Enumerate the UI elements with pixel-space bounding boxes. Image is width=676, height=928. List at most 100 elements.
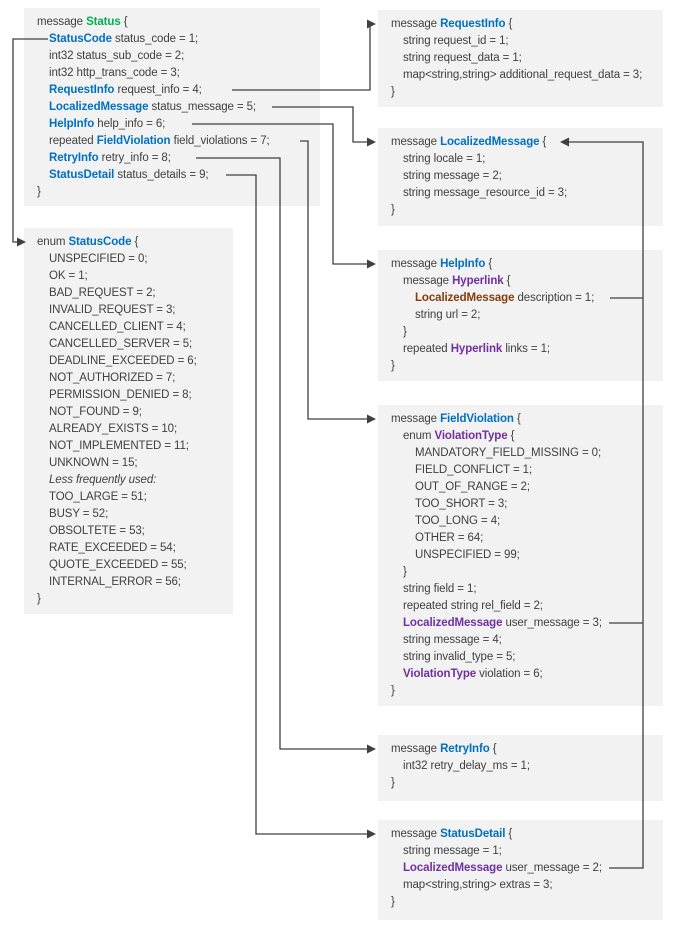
code-text: description = 1;	[514, 292, 595, 304]
code-text: string message = 2;	[403, 170, 502, 182]
code-line: message RequestInfo {	[391, 16, 657, 33]
code-line: Less frequently used:	[37, 472, 227, 489]
arrow-retryinfo-arrowhead-icon	[367, 744, 376, 754]
code-line: }	[37, 591, 227, 608]
code-text: links = 1;	[502, 343, 551, 355]
code-line: StatusCode status_code = 1;	[37, 31, 314, 48]
code-line: TOO_SHORT = 3;	[391, 496, 657, 513]
code-line: RetryInfo retry_info = 8;	[37, 150, 314, 167]
type-name: LocalizedMessage	[49, 101, 149, 113]
code-text: string locale = 1;	[403, 153, 486, 165]
code-text: BUSY = 52;	[49, 508, 109, 520]
code-text: string field = 1;	[403, 583, 477, 595]
type-name: HelpInfo	[49, 118, 95, 130]
code-line: PERMISSION_DENIED = 8;	[37, 387, 227, 404]
code-line: FIELD_CONFLICT = 1;	[391, 462, 657, 479]
code-text: INTERNAL_ERROR = 56;	[49, 576, 181, 588]
code-text: {	[120, 16, 128, 28]
code-text: message	[391, 413, 441, 425]
code-line: string invalid_type = 5;	[391, 649, 657, 666]
code-line: }	[391, 775, 657, 792]
code-text: message	[391, 258, 441, 270]
code-text: {	[505, 828, 513, 840]
code-text: TOO_LARGE = 51;	[49, 491, 147, 503]
code-text: TOO_LONG = 4;	[415, 515, 501, 527]
code-text: string request_data = 1;	[403, 52, 522, 64]
code-line: INVALID_REQUEST = 3;	[37, 302, 227, 319]
code-text: OTHER = 64;	[415, 532, 484, 544]
code-line: TOO_LARGE = 51;	[37, 489, 227, 506]
code-line: OUT_OF_RANGE = 2;	[391, 479, 657, 496]
code-line: message HelpInfo {	[391, 256, 657, 273]
code-text: {	[131, 236, 139, 248]
code-text: }	[391, 204, 395, 216]
type-name: LocalizedMessage	[403, 617, 503, 629]
code-text: int32 http_trans_code = 3;	[49, 67, 180, 79]
helpinfo-box: message HelpInfo {message Hyperlink {Loc…	[378, 250, 663, 381]
type-name: RequestInfo	[440, 18, 506, 30]
code-line: map<string,string> extras = 3;	[391, 877, 657, 894]
code-line: enum ViolationType {	[391, 428, 657, 445]
type-name: StatusCode	[49, 33, 112, 45]
code-text: UNSPECIFIED = 0;	[49, 253, 148, 265]
code-text: message	[403, 275, 453, 287]
code-line: }	[391, 202, 657, 219]
code-line: int32 retry_delay_ms = 1;	[391, 758, 657, 775]
code-line: NOT_FOUND = 9;	[37, 404, 227, 421]
code-text: NOT_IMPLEMENTED = 11;	[49, 440, 189, 452]
code-line: UNKNOWN = 15;	[37, 455, 227, 472]
code-line: repeated Hyperlink links = 1;	[391, 341, 657, 358]
code-text: message	[391, 828, 441, 840]
arrow-localizedmessage-arrowhead-icon	[367, 137, 376, 147]
arrow-requestinfo-arrowhead-icon	[367, 19, 376, 29]
code-line: TOO_LONG = 4;	[391, 513, 657, 530]
arrow-helpinfo-arrowhead-icon	[367, 259, 376, 269]
code-text: repeated string rel_field = 2;	[403, 600, 543, 612]
code-text: }	[391, 896, 395, 908]
code-line: map<string,string> additional_request_da…	[391, 67, 657, 84]
code-text: repeated	[403, 343, 451, 355]
code-line: string request_data = 1;	[391, 50, 657, 67]
code-text: message	[391, 136, 441, 148]
code-line: RequestInfo request_info = 4;	[37, 82, 314, 99]
code-text: DEADLINE_EXCEEDED = 6;	[49, 355, 197, 367]
code-text: Less frequently used:	[49, 474, 157, 486]
type-name: RetryInfo	[440, 743, 490, 755]
code-text: int32 retry_delay_ms = 1;	[403, 760, 530, 772]
code-text: MANDATORY_FIELD_MISSING = 0;	[415, 447, 602, 459]
code-text: {	[507, 430, 515, 442]
code-line: RATE_EXCEEDED = 54;	[37, 540, 227, 557]
code-line: }	[391, 358, 657, 375]
code-text: status_message = 5;	[148, 101, 257, 113]
code-text: }	[403, 326, 407, 338]
code-text: FIELD_CONFLICT = 1;	[415, 464, 533, 476]
type-name: RetryInfo	[49, 152, 99, 164]
statusdetail-box: message StatusDetail {string message = 1…	[378, 820, 663, 920]
code-text: status_code = 1;	[111, 33, 199, 45]
statuscode-enum-box: enum StatusCode {UNSPECIFIED = 0;OK = 1;…	[24, 228, 233, 614]
code-line: repeated FieldViolation field_violations…	[37, 133, 314, 150]
code-text: enum	[37, 236, 69, 248]
type-name: RequestInfo	[49, 84, 115, 96]
code-line: BAD_REQUEST = 2;	[37, 285, 227, 302]
code-line: message FieldViolation {	[391, 411, 657, 428]
code-text: UNKNOWN = 15;	[49, 457, 138, 469]
code-text: message	[391, 18, 441, 30]
code-line: HelpInfo help_info = 6;	[37, 116, 314, 133]
code-line: MANDATORY_FIELD_MISSING = 0;	[391, 445, 657, 462]
type-name: Status	[86, 16, 121, 28]
code-text: int32 status_sub_code = 2;	[49, 50, 185, 62]
code-text: CANCELLED_CLIENT = 4;	[49, 321, 186, 333]
code-line: ViolationType violation = 6;	[391, 666, 657, 683]
type-name: LocalizedMessage	[440, 136, 540, 148]
code-text: string invalid_type = 5;	[403, 651, 516, 663]
code-line: }	[391, 683, 657, 700]
code-text: NOT_AUTHORIZED = 7;	[49, 372, 176, 384]
code-line: NOT_AUTHORIZED = 7;	[37, 370, 227, 387]
fieldviolation-box: message FieldViolation {enum ViolationTy…	[378, 405, 663, 706]
code-line: OBSOLTETE = 53;	[37, 523, 227, 540]
code-text: }	[391, 360, 395, 372]
code-text: map<string,string> extras = 3;	[403, 879, 553, 891]
code-text: }	[37, 593, 41, 605]
code-line: UNSPECIFIED = 0;	[37, 251, 227, 268]
